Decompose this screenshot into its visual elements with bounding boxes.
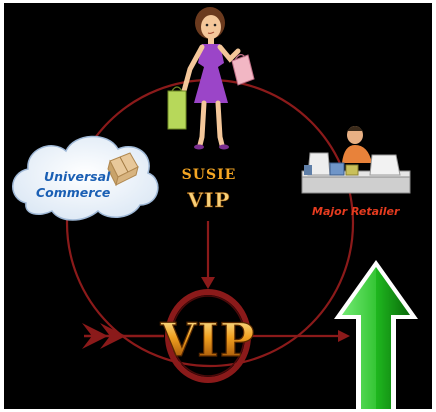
down-connector-arrow [201, 221, 215, 289]
up-arrow-icon [334, 260, 418, 409]
right-connector-arrow [252, 330, 350, 342]
retailer-clerk-icon [301, 126, 411, 194]
shopper-name-label: SUSIE [182, 167, 237, 183]
package-icon [107, 152, 139, 187]
retailer-label: Major Retailer [312, 205, 400, 218]
commerce-label-line1: Universal [44, 169, 111, 184]
diagram-canvas: Universal Commerce [4, 3, 432, 409]
shopper-vip-badge: VIP [187, 188, 231, 212]
shopping-woman-icon [167, 7, 255, 150]
center-vip-ring [165, 289, 251, 383]
center-vip-badge: VIP [160, 313, 256, 367]
diagram-svg: Universal Commerce [12, 7, 418, 409]
commerce-label-line2: Commerce [36, 185, 110, 200]
tail-arrow-icon [82, 323, 164, 349]
